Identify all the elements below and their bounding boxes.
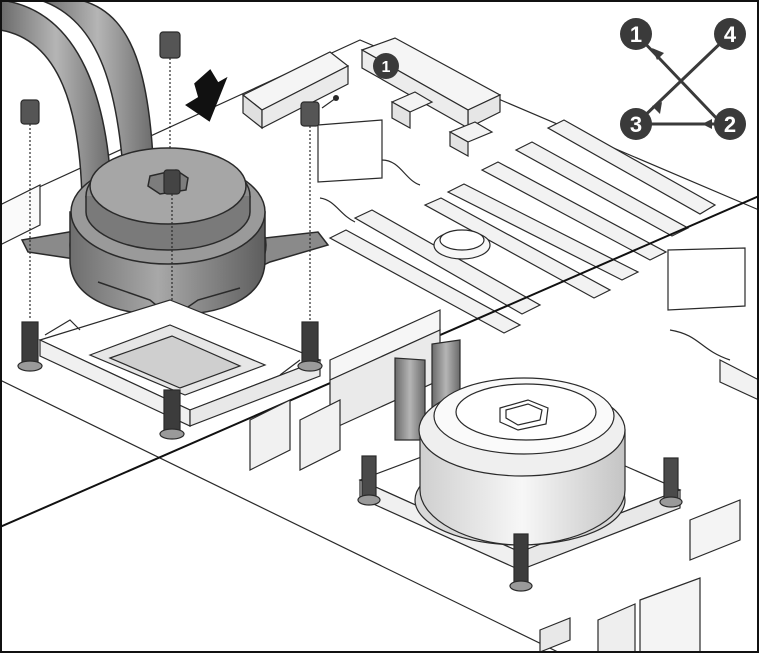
standoff-front-right xyxy=(297,321,323,372)
thumb-screw-center xyxy=(163,169,181,390)
sequence-badge-4: 4 xyxy=(714,18,746,50)
sequence-badge-1: 1 xyxy=(620,18,652,50)
standoff-front-left xyxy=(17,321,43,372)
bottom-left-blank xyxy=(0,515,560,653)
sequence-arrowhead xyxy=(652,48,664,60)
io-connector xyxy=(241,51,350,130)
sequence-badge-2: 2 xyxy=(714,108,746,140)
thumb-screw-top-right xyxy=(300,101,320,322)
cpu-socket xyxy=(38,299,322,427)
tightening-sequence: 1 4 3 2 xyxy=(620,18,746,140)
down-arrow-icon xyxy=(185,69,228,122)
sequence-arrowhead xyxy=(652,102,662,114)
standoff-front-center xyxy=(159,389,185,440)
sequence-label-2: 2 xyxy=(724,112,736,137)
thumb-screw-top-left xyxy=(20,99,40,320)
top-left-scene: 1 xyxy=(0,0,399,440)
thumb-screw-top-center xyxy=(159,31,181,150)
memory-slots xyxy=(423,119,717,299)
sequence-label-4: 4 xyxy=(724,22,737,47)
bottom-right-scene xyxy=(249,247,759,653)
sequence-arrowhead xyxy=(702,119,712,129)
sequence-label-3: 3 xyxy=(630,112,642,137)
callout-marker-label: 1 xyxy=(382,59,391,76)
sequence-label-1: 1 xyxy=(630,22,642,47)
sequence-badge-3: 3 xyxy=(620,108,652,140)
callout-marker: 1 xyxy=(321,53,399,109)
